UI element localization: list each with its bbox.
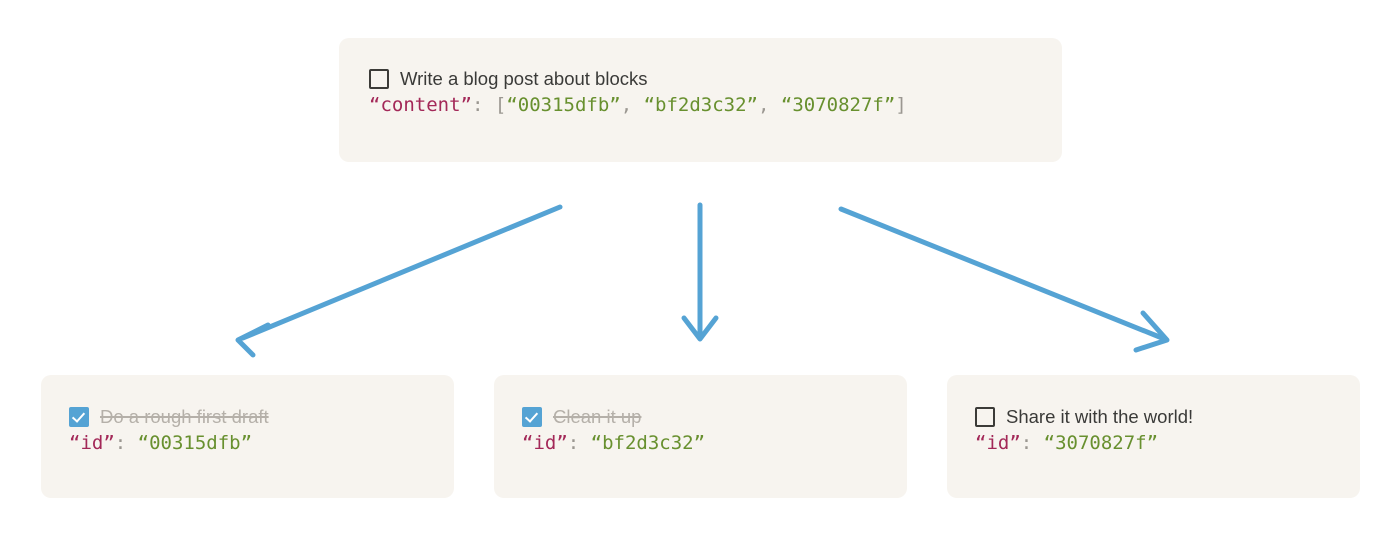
json-value-2: “3070827f”	[780, 94, 896, 116]
json-value: “bf2d3c32”	[590, 432, 706, 454]
json-key: “id”	[975, 432, 1021, 454]
child-json-id: “id”: “00315dfb”	[69, 430, 438, 456]
arrow-to-child-0	[235, 204, 563, 358]
json-colon: :	[114, 432, 127, 454]
arrow-to-child-1	[681, 202, 719, 342]
parent-json-content: “content”: [“00315dfb”, “bf2d3c32”, “307…	[369, 92, 1046, 118]
json-colon: :	[471, 94, 484, 116]
child-block-card[interactable]: Share it with the world! “id”: “3070827f…	[947, 375, 1360, 498]
json-key: “content”	[369, 94, 472, 116]
json-value: “00315dfb”	[137, 432, 253, 454]
json-key: “id”	[69, 432, 115, 454]
child-block-title: Share it with the world!	[1006, 406, 1194, 427]
child-title-row: Share it with the world!	[975, 404, 1344, 430]
parent-title-row: Write a blog post about blocks	[369, 66, 1046, 92]
json-separator-1: ,	[757, 94, 781, 116]
child-block-card[interactable]: Clean it up “id”: “bf2d3c32”	[494, 375, 907, 498]
child-json-id: “id”: “bf2d3c32”	[522, 430, 891, 456]
child-title-row: Clean it up	[522, 404, 891, 430]
json-close-bracket: ]	[895, 94, 907, 116]
json-colon: :	[567, 432, 580, 454]
child-block-title: Clean it up	[553, 406, 642, 427]
json-key: “id”	[522, 432, 568, 454]
checkbox-checked-icon[interactable]	[69, 407, 89, 427]
json-value: “3070827f”	[1043, 432, 1159, 454]
json-open-bracket: [	[494, 94, 507, 116]
checkbox-checked-icon[interactable]	[522, 407, 542, 427]
arrow-to-child-2	[838, 206, 1170, 353]
child-json-id: “id”: “3070827f”	[975, 430, 1344, 456]
json-value-1: “bf2d3c32”	[643, 94, 758, 116]
checkbox-empty-icon[interactable]	[369, 69, 389, 89]
json-value-0: “00315dfb”	[506, 94, 621, 116]
json-colon: :	[1020, 432, 1033, 454]
checkbox-empty-icon[interactable]	[975, 407, 995, 427]
parent-block-title: Write a blog post about blocks	[400, 68, 648, 89]
child-title-row: Do a rough first draft	[69, 404, 438, 430]
child-block-title: Do a rough first draft	[100, 406, 269, 427]
parent-block-card[interactable]: Write a blog post about blocks “content”…	[339, 38, 1062, 162]
json-separator-0: ,	[620, 94, 644, 116]
child-block-card[interactable]: Do a rough first draft “id”: “00315dfb”	[41, 375, 454, 498]
